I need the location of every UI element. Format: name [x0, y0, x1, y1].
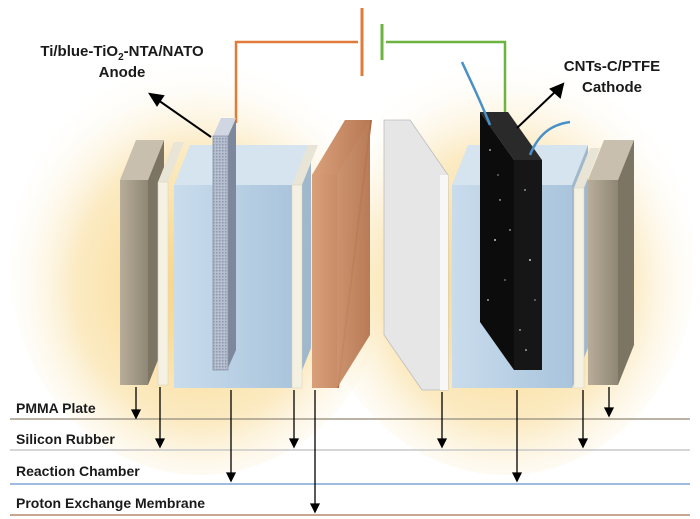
legend-label-chamber: Reaction Chamber: [16, 463, 140, 479]
silicon-rubber-right-1-edge: [440, 175, 448, 390]
legend-lines: [10, 418, 690, 516]
cathode-label-line1: CNTs-C/PTFE: [564, 58, 660, 75]
pmma-plate-left: [120, 180, 148, 385]
cathode-label: CNTs-C/PTFE Cathode: [564, 58, 660, 96]
cathode-sparkles: [487, 149, 536, 351]
cathode-electrode-top: [480, 112, 542, 160]
legend-label-pmma: PMMA Plate: [16, 400, 96, 416]
circuit: [234, 8, 507, 123]
legend-label-membrane: Proton Exchange Membrane: [16, 495, 205, 511]
cathode-label-line2: Cathode: [582, 79, 642, 96]
silicon-rubber-right-2: [573, 187, 585, 389]
silicon-rubber-right-1: [383, 119, 449, 391]
cathode-electrode: [480, 112, 514, 370]
reaction-chamber-left-top: [174, 145, 311, 185]
legend-labels: PMMA Plate Silicon Rubber Reaction Chamb…: [16, 400, 205, 511]
silicon-rubber-left-2: [291, 184, 303, 389]
anode-label: Ti/blue-TiO2-NTA/NATO Anode: [40, 43, 204, 81]
pmma-plate-left-top: [120, 140, 164, 180]
anode-electrode-side: [228, 118, 236, 368]
silicon-rubber-right-2-top: [574, 148, 600, 188]
silicon-rubber-left-1-face: [157, 181, 169, 386]
legend-label-silicon: Silicon Rubber: [16, 431, 115, 447]
anode-label-line1: Ti/blue-TiO2-NTA/NATO: [40, 43, 204, 63]
anode-electrode-face: [212, 135, 229, 371]
pmma-plate-right-side: [618, 140, 634, 385]
cathode-electrode-side: [514, 160, 542, 370]
cathode-lead-1: [460, 61, 492, 126]
pmma-plate-right: [588, 180, 618, 385]
silicon-rubber-left-2-top: [292, 145, 318, 185]
anode-wire: [234, 40, 358, 123]
right-half-cell: [383, 61, 634, 391]
callout-arrows: [147, 82, 565, 138]
proton-exchange-membrane-slant: [312, 120, 370, 388]
cathode-wire: [386, 40, 507, 120]
anode-label-line2: Anode: [99, 64, 146, 81]
left-half-cell: [120, 118, 372, 389]
leader-arrows: [130, 387, 615, 514]
silicon-rubber-left-1: [158, 142, 184, 182]
cathode-lead-2: [528, 120, 571, 156]
anode-electrode: [213, 118, 236, 136]
pmma-plate-right-top: [588, 140, 634, 180]
